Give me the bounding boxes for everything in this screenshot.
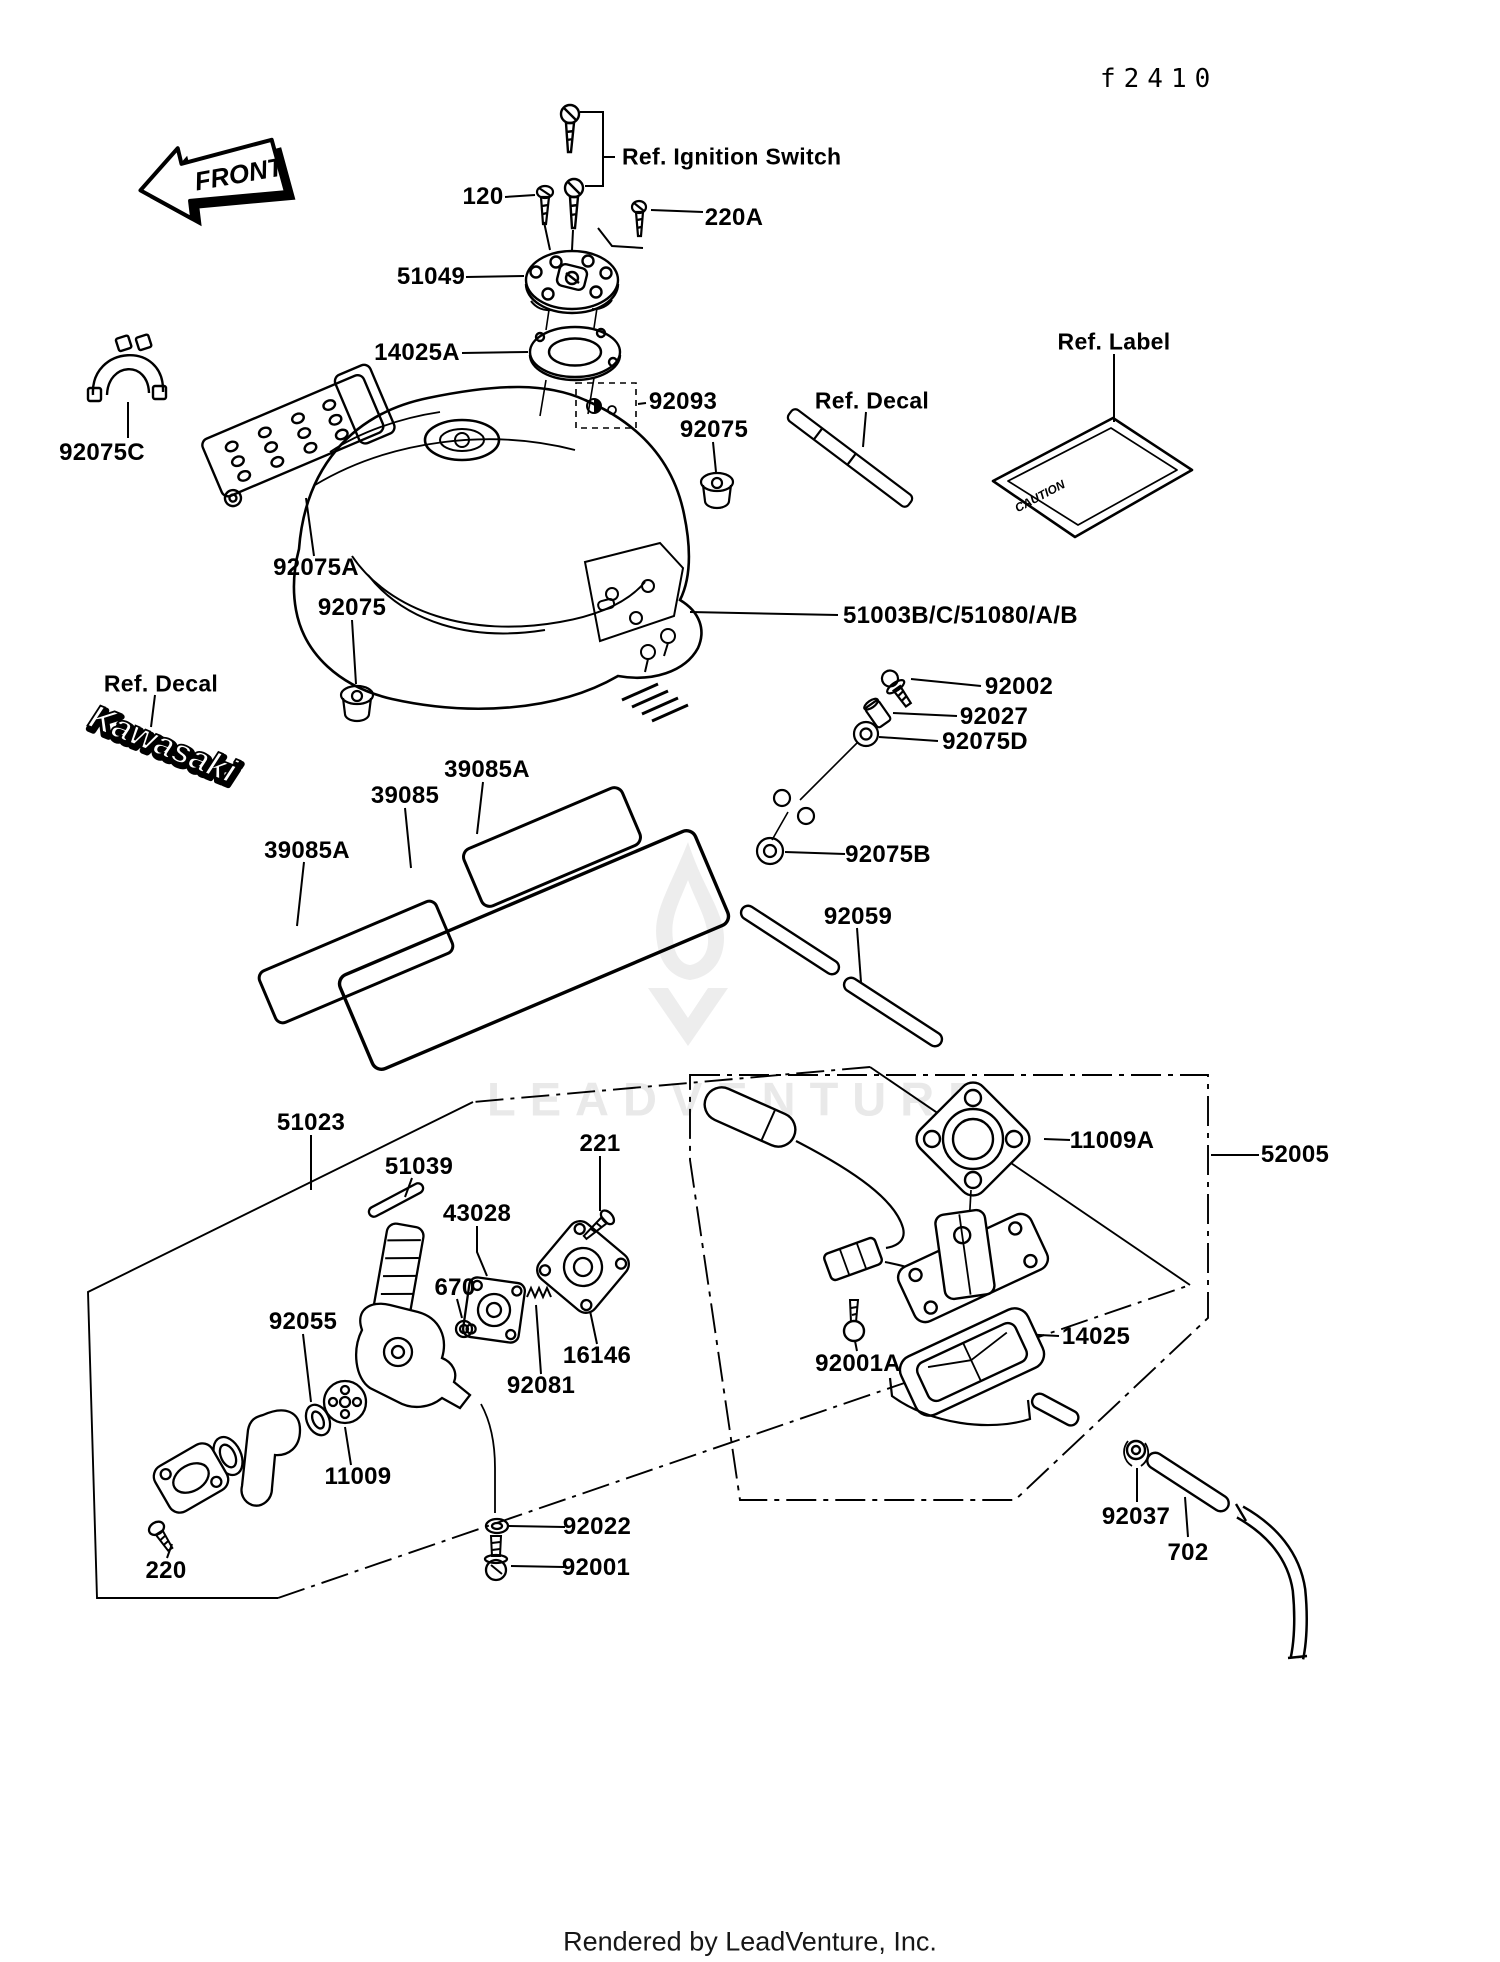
part-label-92075c: 92075C (59, 439, 145, 466)
part-label-92001: 92001 (561, 1554, 631, 1581)
grommet-92075-left (339, 684, 375, 723)
part-label-14025a: 14025A (374, 339, 460, 366)
kawasaki-decal: Kawasaki Kawasaki (82, 697, 247, 798)
part-label-120: 120 (462, 183, 504, 210)
clamp-92075c-drawing (86, 333, 168, 403)
petcock-assembly-drawing (147, 1182, 630, 1582)
tank-fasteners-drawing (755, 669, 913, 866)
part-label-92027: 92027 (959, 703, 1029, 730)
part-label-39085a-lower: 39085A (264, 837, 350, 864)
render-credit: Rendered by LeadVenture, Inc. (563, 1926, 937, 1957)
ref-decal-left-label: Ref. Decal (103, 670, 219, 697)
part-label-92075b: 92075B (845, 841, 931, 868)
leader-lines (127, 111, 1259, 1568)
part-label-92022: 92022 (562, 1513, 632, 1540)
part-label-92002: 92002 (984, 673, 1054, 700)
part-label-670: 670 (434, 1274, 476, 1301)
ref-label-label: Ref. Label (1057, 328, 1171, 355)
part-label-51023: 51023 (276, 1109, 346, 1136)
part-label-92093: 92093 (648, 388, 718, 415)
breather-tube-drawing (739, 904, 944, 1048)
part-label-16146: 16146 (562, 1342, 632, 1369)
ignition-switch-screws (559, 103, 585, 230)
screw-220a (630, 199, 648, 238)
part-label-tank: 51003B/C/51080/A/B (843, 602, 1078, 629)
grommet-92075-upper (699, 471, 735, 510)
part-label-51049: 51049 (396, 263, 466, 290)
fuel-cap-drawing (524, 249, 620, 315)
leadventure-flame-logo (648, 842, 728, 1046)
part-label-11009: 11009 (324, 1463, 392, 1490)
part-label-92001a: 92001A (815, 1350, 901, 1377)
part-label-43028: 43028 (442, 1200, 512, 1227)
part-label-702: 702 (1167, 1539, 1209, 1566)
damper-plate-92075a-drawing (201, 363, 396, 508)
caution-text: CAUTION (1012, 477, 1067, 515)
part-92093-drawing (575, 382, 637, 429)
part-label-92075-left: 92075 (317, 594, 387, 621)
part-label-221: 221 (579, 1130, 621, 1157)
part-label-92081: 92081 (506, 1372, 576, 1399)
ref-ignition-switch-label: Ref. Ignition Switch (622, 143, 842, 170)
part-label-51039: 51039 (384, 1153, 454, 1180)
decal-strip-drawing (786, 408, 914, 508)
caution-label-drawing: CAUTION (991, 416, 1194, 539)
part-label-92075-cap: 92075 (679, 416, 749, 443)
part-label-92075a: 92075A (273, 554, 359, 581)
fuel-tank-drawing (292, 385, 703, 723)
part-label-39085a-upper: 39085A (444, 756, 530, 783)
part-label-92075d: 92075D (942, 728, 1028, 755)
ref-decal-right-label: Ref. Decal (814, 387, 930, 414)
part-label-52005: 52005 (1260, 1141, 1330, 1168)
part-label-92059: 92059 (823, 903, 893, 930)
part-label-14025: 14025 (1061, 1323, 1131, 1350)
tank-pads-drawing (257, 786, 731, 1071)
part-label-92055: 92055 (268, 1308, 338, 1335)
filler-gasket-drawing (528, 325, 622, 382)
screw-120 (535, 184, 555, 226)
part-label-220: 220 (145, 1557, 187, 1584)
front-arrow-badge: FRONT (138, 137, 296, 227)
diagram-code: f2410 (1100, 64, 1219, 94)
part-label-220a: 220A (704, 204, 764, 231)
fuel-gauge-assembly-drawing (703, 1081, 1308, 1660)
part-label-11009a: 11009A (1069, 1127, 1155, 1154)
part-label-39085: 39085 (370, 782, 440, 809)
part-label-92037: 92037 (1101, 1503, 1171, 1530)
fuel-gauge-group-box (689, 1074, 1209, 1501)
